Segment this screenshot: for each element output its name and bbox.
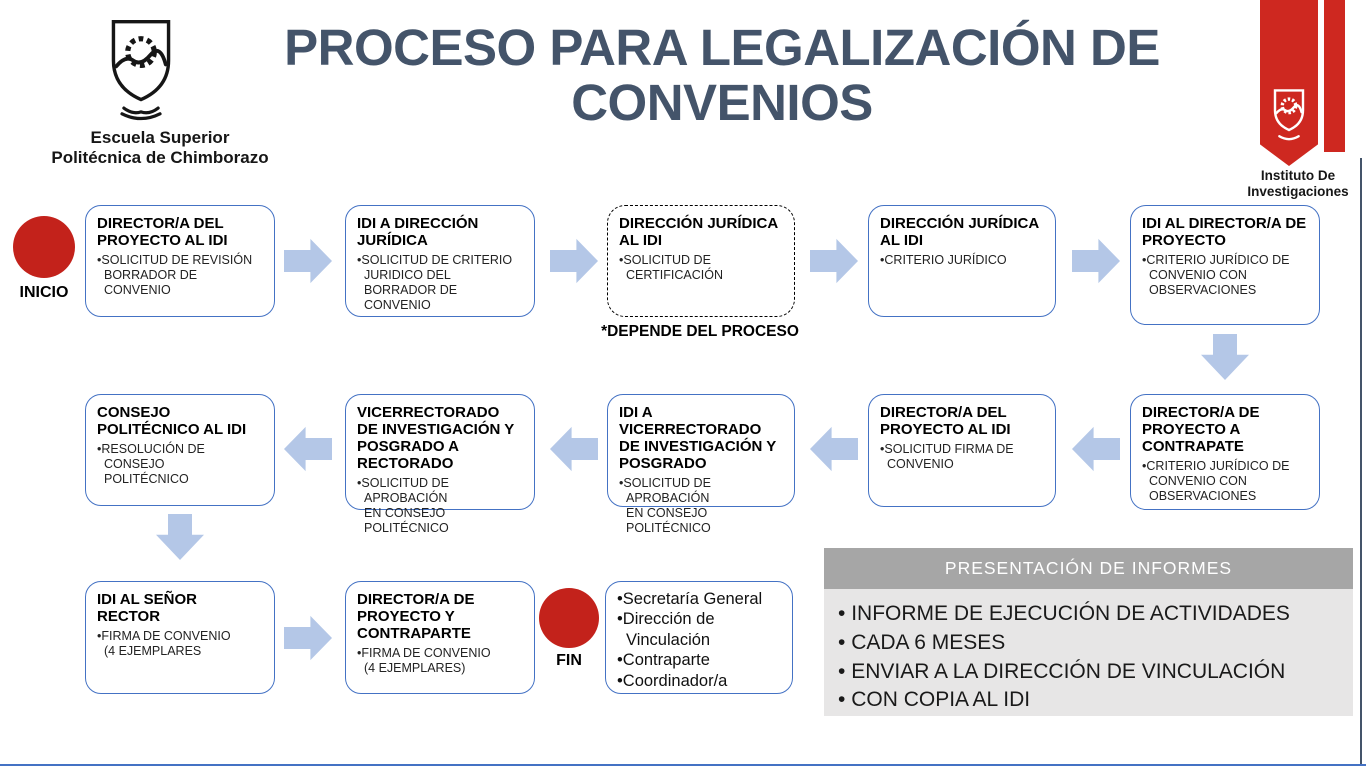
start-label: INICIO	[19, 284, 69, 301]
arrow-right-icon	[810, 238, 858, 284]
informes-bullet: CON COPIA AL IDI	[838, 686, 1339, 715]
flow-box-10-title: CONSEJO POLITÉCNICO AL IDI	[97, 404, 247, 439]
arrow-right-icon	[1072, 238, 1120, 284]
arrow-left-icon	[284, 426, 332, 472]
arrow-left-icon	[550, 426, 598, 472]
flow-box-8: IDI A VICERRECTORADO DE INVESTIGACIÓN Y …	[607, 394, 795, 535]
red-edge-strip	[1324, 0, 1345, 152]
slide-border-bottom	[0, 764, 1366, 766]
informes-bullet: ENVIAR A LA DIRECCIÓN DE VINCULACIÓN	[838, 658, 1339, 687]
flow-box-9-title: VICERRECTORADO DE INVESTIGACIÓN Y POSGRA…	[357, 404, 514, 473]
arrow-right-icon	[284, 238, 332, 284]
start-circle	[13, 216, 75, 278]
page-title: PROCESO PARA LEGALIZACIÓN DE CONVENIOS	[284, 19, 1160, 132]
flow-box-7-title: DIRECTOR/A DEL PROYECTO AL IDI	[880, 404, 1011, 439]
flow-box-11: IDI AL SEÑOR RECTOR FIRMA DE CONVENIO (4…	[85, 581, 275, 694]
flow-box-12-bullet: FIRMA DE CONVENIO (4 EJEMPLARES)	[357, 646, 523, 676]
flow-box-1-title: DIRECTOR/A DEL PROYECTO AL IDI	[97, 215, 228, 250]
espoch-logo-line2: Politécnica de Chimborazo	[51, 148, 269, 168]
flow-box-1: DIRECTOR/A DEL PROYECTO AL IDI SOLICITUD…	[85, 205, 275, 317]
flow-box-10-bullet: RESOLUCIÓN DE CONSEJO POLITÉCNICO	[97, 442, 263, 487]
idi-ribbon	[1260, 0, 1318, 166]
flow-box-9-bullet: SOLICITUD DE APROBACIÓN EN CONSEJO POLIT…	[357, 476, 523, 536]
flow-box-5-bullet: CRITERIO JURÍDICO DE CONVENIO CON OBSERV…	[1142, 253, 1308, 298]
flow-box-11-title: IDI AL SEÑOR RECTOR	[97, 591, 198, 626]
informes-panel-header: PRESENTACIÓN DE INFORMES	[824, 548, 1353, 589]
flow-box-13-bullet: Coordinador/a	[617, 671, 781, 691]
flow-box-4: DIRECCIÓN JURÍDICA AL IDI CRITERIO JURÍD…	[868, 205, 1056, 317]
flow-box-2-bullet: SOLICITUD DE CRITERIO JURIDICO DEL BORRA…	[357, 253, 523, 313]
flow-box-13-bullet: Dirección de Vinculación	[617, 609, 781, 650]
flow-box-4-title: DIRECCIÓN JURÍDICA AL IDI	[880, 215, 1039, 250]
process-note: *DEPENDE DEL PROCESO	[601, 323, 799, 340]
informes-bullet: CADA 6 MESES	[838, 629, 1339, 658]
flow-box-3-title: DIRECCIÓN JURÍDICA AL IDI	[619, 215, 778, 250]
arrow-left-icon	[1072, 426, 1120, 472]
arrow-down-icon	[1201, 334, 1249, 380]
flow-box-12: DIRECTOR/A DE PROYECTO Y CONTRAPARTE FIR…	[345, 581, 535, 694]
end-circle	[539, 588, 599, 648]
espoch-shield-icon	[103, 16, 179, 128]
flow-box-7-bullet: SOLICITUD FIRMA DE CONVENIO	[880, 442, 1044, 472]
espoch-logo-line1: Escuela Superior	[90, 128, 230, 147]
flow-box-3-bullet: SOLICITUD DE CERTIFICACIÓN	[619, 253, 783, 283]
flow-box-9: VICERRECTORADO DE INVESTIGACIÓN Y POSGRA…	[345, 394, 535, 535]
informes-panel-body: INFORME DE EJECUCIÓN DE ACTIVIDADES CADA…	[824, 589, 1353, 716]
idi-logo-text: Instituto De Investigaciones	[1234, 168, 1362, 199]
flow-box-13: Secretaría General Dirección de Vinculac…	[605, 581, 793, 694]
flow-box-5-title: IDI AL DIRECTOR/A DE PROYECTO	[1142, 215, 1307, 250]
flow-box-7: DIRECTOR/A DEL PROYECTO AL IDI SOLICITUD…	[868, 394, 1056, 507]
flow-box-6-title: DIRECTOR/A DE PROYECTO A CONTRAPATE	[1142, 404, 1260, 456]
slide-border-right	[1360, 158, 1362, 766]
arrow-left-icon	[810, 426, 858, 472]
flow-box-3-dashed: DIRECCIÓN JURÍDICA AL IDI SOLICITUD DE C…	[607, 205, 795, 317]
flow-box-8-title: IDI A VICERRECTORADO DE INVESTIGACIÓN Y …	[619, 404, 776, 473]
flow-box-10: CONSEJO POLITÉCNICO AL IDI RESOLUCIÓN DE…	[85, 394, 275, 506]
flow-box-5: IDI AL DIRECTOR/A DE PROYECTO CRITERIO J…	[1130, 205, 1320, 325]
flow-box-6: DIRECTOR/A DE PROYECTO A CONTRAPATE CRIT…	[1130, 394, 1320, 510]
idi-logo-line1: Instituto De	[1260, 168, 1336, 183]
flow-box-6-bullet: CRITERIO JURÍDICO DE CONVENIO CON OBSERV…	[1142, 459, 1308, 504]
flow-box-12-title: DIRECTOR/A DE PROYECTO Y CONTRAPARTE	[357, 591, 475, 643]
informes-bullet: INFORME DE EJECUCIÓN DE ACTIVIDADES	[838, 600, 1339, 629]
flow-box-8-bullet: SOLICITUD DE APROBACIÓN EN CONSEJO POLIT…	[619, 476, 783, 536]
arrow-right-icon	[550, 238, 598, 284]
arrow-right-icon	[284, 615, 332, 661]
flow-box-13-bullet: Secretaría General	[617, 589, 781, 609]
end-label: FIN	[556, 652, 582, 669]
idi-logo-line2: Investigaciones	[1247, 183, 1349, 199]
arrow-down-icon	[156, 514, 204, 560]
flow-box-2: IDI A DIRECCIÓN JURÍDICA SOLICITUD DE CR…	[345, 205, 535, 317]
flow-box-1-bullet: SOLICITUD DE REVISIÓN BORRADOR DE CONVEN…	[97, 253, 263, 298]
flow-box-11-bullet: FIRMA DE CONVENIO (4 EJEMPLARES	[97, 629, 263, 659]
flow-box-13-bullet: Contraparte	[617, 650, 781, 670]
espoch-logo-text: Escuela Superior Politécnica de Chimbora…	[5, 128, 315, 168]
flow-box-2-title: IDI A DIRECCIÓN JURÍDICA	[357, 215, 479, 250]
flow-box-4-bullet: CRITERIO JURÍDICO	[880, 253, 1044, 268]
